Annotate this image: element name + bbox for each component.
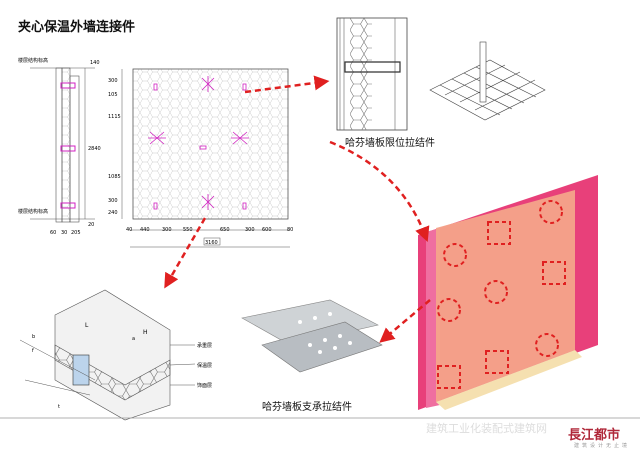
layer-label: 保温层	[197, 362, 212, 369]
dim: 650	[220, 227, 230, 233]
dim: 60	[50, 230, 56, 236]
dim: 205	[71, 230, 81, 236]
level-label-bottom: 楼层结构标高	[18, 208, 48, 215]
support-connector-plate	[241, 299, 383, 373]
watermark: 建筑工业化装配式建筑网	[426, 422, 547, 435]
dim-label: a	[132, 336, 135, 342]
dim: 300	[162, 227, 172, 233]
dim: 30	[61, 230, 67, 236]
dim-label: t	[58, 404, 60, 410]
dim-label: b	[32, 334, 35, 340]
level-label-top: 楼层结构标高	[18, 57, 48, 64]
dim: 1115	[108, 114, 121, 120]
dim: 20	[88, 222, 94, 228]
dim-label: L	[85, 322, 89, 329]
wall-3d-illustration	[418, 175, 598, 410]
dim-label: f	[32, 348, 34, 354]
page-title: 夹心保温外墙连接件	[18, 20, 136, 35]
layer-label: 承重层	[197, 342, 212, 349]
dim: 300	[245, 227, 255, 233]
panel-elevation-drawing: 300 105 1115 1085 300 240 40 440 300 550…	[108, 68, 293, 248]
callout-arrows	[164, 75, 431, 343]
dim: 140	[90, 60, 100, 66]
dim: 600	[262, 227, 272, 233]
restraint-connector-detail	[336, 17, 546, 131]
dim-label: H	[143, 329, 148, 336]
dim: 550	[183, 227, 193, 233]
dim: 1085	[108, 174, 121, 180]
caption-support-connector: 哈芬墙板支承拉结件	[262, 402, 352, 413]
dim: 440	[140, 227, 150, 233]
dim: 80	[287, 227, 293, 233]
total-width: 3160	[205, 240, 218, 246]
brand-slogan: 建筑设计无止境	[574, 443, 631, 449]
dim: 40	[126, 227, 132, 233]
wall-section-drawing: 楼层结构标高 楼层结构标高 140 2840 20 60 30 205	[18, 57, 101, 236]
dim: 105	[108, 92, 118, 98]
caption-restraint-connector: 哈芬墙板限位拉结件	[345, 138, 435, 149]
brand-logo: 長江都市	[568, 428, 621, 443]
dim: 240	[108, 210, 118, 216]
layer-label: 饰面层	[197, 382, 212, 389]
support-connector-iso-drawing: 承重层 保温层 饰面层 L H a b f t	[19, 289, 212, 421]
dim: 300	[108, 78, 118, 84]
dim: 2840	[88, 146, 101, 152]
dim: 300	[108, 198, 118, 204]
